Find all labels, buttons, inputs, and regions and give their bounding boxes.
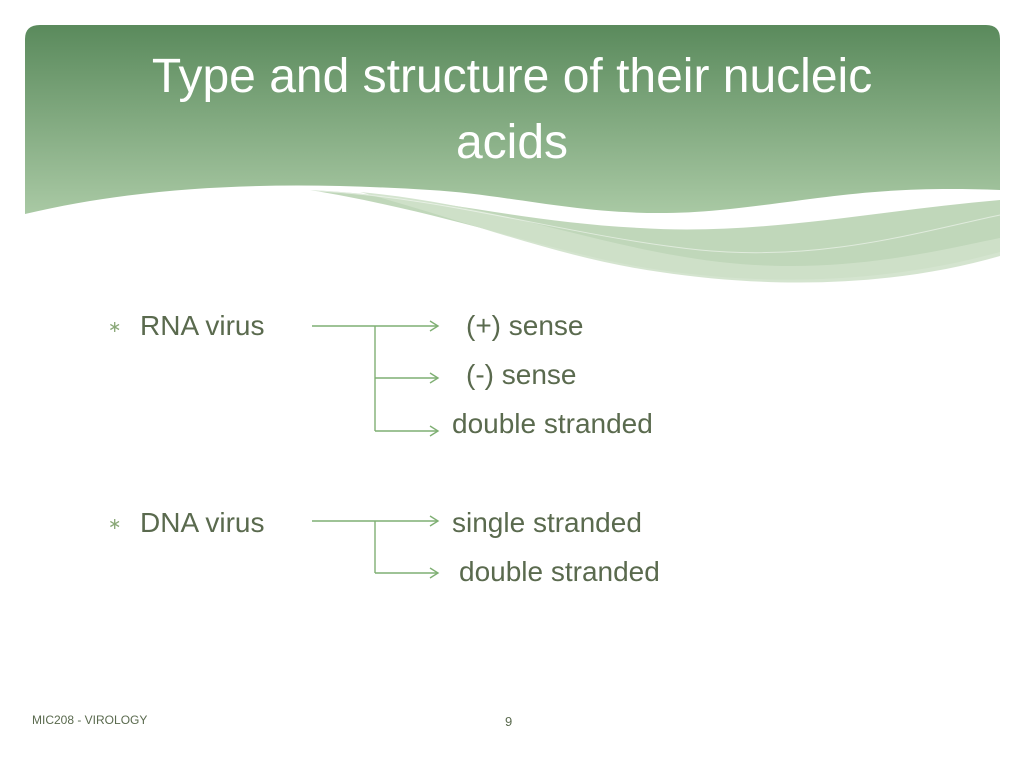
rna-branch-double-stranded: double stranded: [452, 408, 653, 439]
dna-branch-double-stranded: double stranded: [459, 556, 660, 587]
rna-arrow-2-head: [429, 372, 440, 384]
rna-arrow-3-head: [429, 425, 440, 437]
slide-title: Type and structure of their nucleic acid…: [60, 44, 964, 176]
rna-virus-label: RNA virus: [140, 310, 265, 341]
footer-course: MIC208 - VIROLOGY: [32, 713, 148, 727]
bullet-icon: ∗: [108, 516, 122, 533]
rna-branch-negative-sense: (-) sense: [466, 359, 577, 390]
dna-arrow-2-head: [429, 567, 440, 579]
title-banner: [25, 25, 1001, 283]
title-line-1: Type and structure of their nucleic: [151, 50, 873, 103]
dna-virus-label: DNA virus: [140, 507, 265, 538]
rna-arrow-1-head: [429, 320, 440, 332]
rna-branch-positive-sense: (+) sense: [466, 310, 584, 341]
dna-branch-single-stranded: single stranded: [452, 507, 642, 538]
bullet-icon: ∗: [108, 319, 122, 336]
title-line-2: acids: [455, 116, 569, 169]
dna-arrow-1-head: [429, 515, 440, 527]
footer-page-number: 9: [505, 714, 513, 729]
